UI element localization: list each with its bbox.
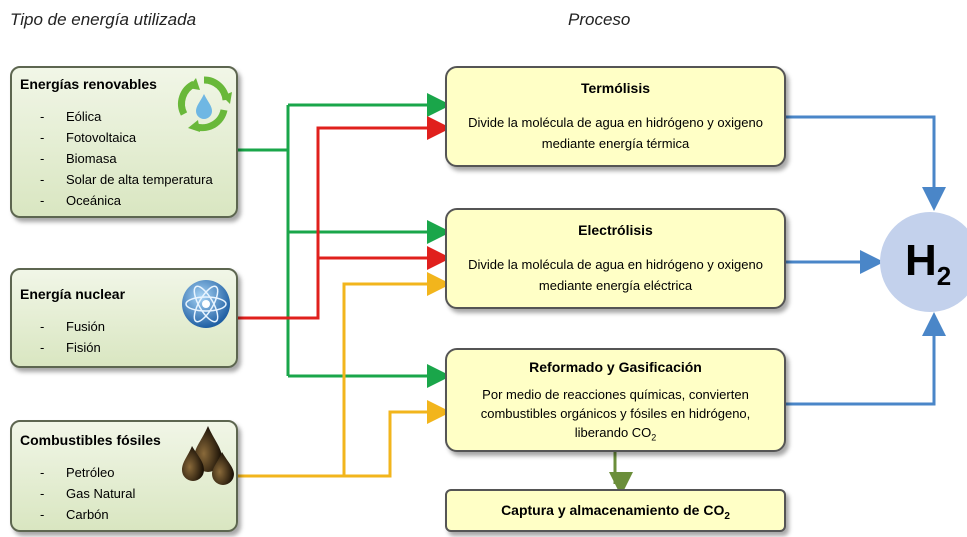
renewable-energy-list: Eólica Fotovoltaica Biomasa Solar de alt… — [40, 106, 213, 211]
reforming-box: Reformado y Gasificación Por medio de re… — [445, 348, 786, 452]
process-header: Proceso — [568, 10, 631, 29]
energy-type-header: Tipo de energía utilizada — [10, 10, 197, 29]
list-item: Oceánica — [40, 190, 213, 211]
description-line: Divide la molécula de agua en hidrógeno … — [468, 257, 763, 272]
hydrogen-circle — [880, 212, 967, 312]
list-item: Eólica — [40, 106, 213, 127]
electrolysis-description: Divide la molécula de agua en hidrógeno … — [447, 254, 784, 296]
co2-capture-title: Captura y almacenamiento de CO2 — [501, 502, 730, 522]
co2-capture-box: Captura y almacenamiento de CO2 — [445, 489, 786, 532]
thermolysis-box: Termólisis Divide la molécula de agua en… — [445, 66, 786, 167]
list-item: Fotovoltaica — [40, 127, 213, 148]
description-line: combustibles orgánicos y fósiles en hidr… — [480, 406, 751, 421]
list-item: Gas Natural — [40, 483, 135, 504]
fossil-fuels-title: Combustibles fósiles — [20, 432, 161, 448]
list-item: Petróleo — [40, 462, 135, 483]
list-item: Biomasa — [40, 148, 213, 169]
fossil-fuels-box: Combustibles fósiles Petróleo Gas Natura… — [10, 420, 238, 532]
electrolysis-box: Electrólisis Divide la molécula de agua … — [445, 208, 786, 309]
hydrogen-arrows — [786, 115, 946, 406]
description-line: Por medio de reacciones químicas, convie… — [482, 387, 749, 402]
renewable-energy-box: Energías renovables Eólica Fotovoltaica … — [10, 66, 238, 218]
nuclear-arrows — [238, 116, 451, 320]
thermolysis-description: Divide la molécula de agua en hidrógeno … — [447, 112, 784, 154]
recycle-water-drop-icon — [178, 76, 232, 132]
nuclear-energy-title: Energía nuclear — [20, 286, 126, 302]
description-line: Divide la molécula de agua en hidrógeno … — [468, 115, 763, 130]
description-line: liberando CO2 — [574, 425, 657, 443]
nuclear-energy-list: Fusión Fisión — [40, 316, 105, 358]
reforming-title: Reformado y Gasificación — [529, 359, 702, 375]
list-item: Fusión — [40, 316, 105, 337]
nuclear-energy-box: Energía nuclear Fusión Fisión — [10, 268, 238, 368]
list-item: Carbón — [40, 504, 135, 525]
thermolysis-title: Termólisis — [581, 80, 650, 96]
description-line: mediante energía térmica — [541, 136, 690, 151]
fossil-fuels-list: Petróleo Gas Natural Carbón — [40, 462, 135, 525]
atom-icon — [182, 280, 230, 328]
renewable-arrows — [238, 93, 451, 388]
list-item: Fisión — [40, 337, 105, 358]
list-item: Solar de alta temperatura — [40, 169, 213, 190]
hydrogen-symbol: H2 — [905, 236, 952, 291]
description-line: mediante energía eléctrica — [538, 278, 693, 293]
renewable-energy-title: Energías renovables — [20, 76, 157, 92]
oil-drops-icon — [182, 426, 234, 485]
electrolysis-title: Electrólisis — [578, 222, 653, 238]
reforming-description: Por medio de reacciones químicas, convie… — [447, 385, 784, 448]
fossil-arrows — [238, 272, 451, 478]
